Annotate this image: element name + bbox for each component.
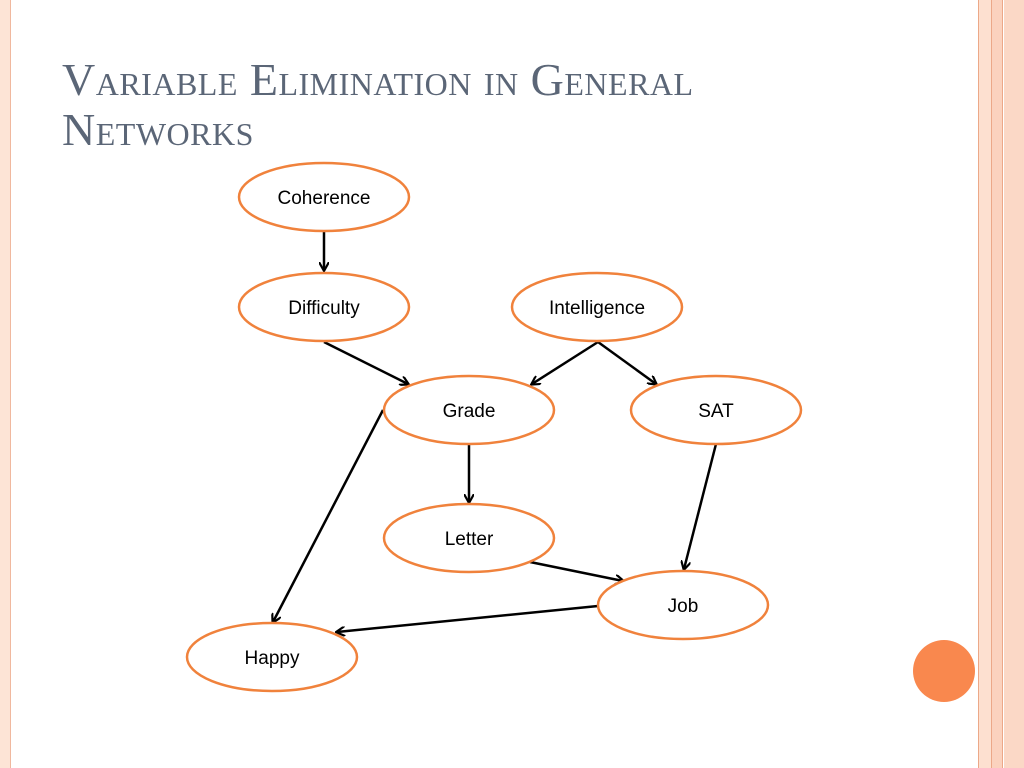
node-difficulty-ellipse (237, 271, 411, 343)
node-difficulty-label: Difficulty (288, 298, 360, 319)
accent-dot-decoration (913, 640, 975, 702)
left-border-decoration (0, 0, 11, 768)
right-stripe-decoration (1004, 0, 1024, 768)
node-job-label: Job (668, 596, 699, 617)
node-letter-label: Letter (445, 529, 494, 550)
node-intelligence-ellipse (510, 271, 684, 343)
node-intelligence: Intelligence (510, 271, 684, 343)
slide-title-line-1: Variable Elimination in General (62, 54, 694, 105)
node-sat: SAT (629, 374, 803, 446)
edge-job-happy (337, 604, 599, 632)
edge-intelligence-sat (597, 340, 656, 384)
slide-title-line-2: Networks (62, 104, 254, 155)
edge-letter-job (529, 560, 623, 581)
node-intelligence-label: Intelligence (549, 298, 645, 319)
node-sat-label: SAT (698, 401, 734, 422)
edge-grade-happy (273, 409, 385, 622)
node-happy: Happy (185, 621, 359, 693)
node-grade: Grade (382, 374, 556, 446)
node-grade-ellipse (382, 374, 556, 446)
node-coherence: Coherence (237, 161, 411, 233)
node-letter: Letter (382, 502, 556, 574)
slide-title: Variable Elimination in General Networks (62, 55, 962, 155)
node-letter-ellipse (382, 502, 556, 574)
right-stripe-decoration (992, 0, 1003, 768)
node-job: Job (596, 569, 770, 641)
right-stripe-decoration (978, 0, 992, 768)
node-happy-ellipse (185, 621, 359, 693)
node-grade-label: Grade (443, 401, 496, 422)
node-job-ellipse (596, 569, 770, 641)
node-difficulty: Difficulty (237, 271, 411, 343)
node-coherence-label: Coherence (278, 188, 371, 209)
edge-sat-job (684, 443, 718, 569)
edge-intelligence-grade (532, 340, 599, 384)
edge-difficulty-grade (323, 340, 408, 384)
node-sat-ellipse (629, 374, 803, 446)
node-coherence-ellipse (237, 161, 411, 233)
node-happy-label: Happy (245, 648, 300, 669)
